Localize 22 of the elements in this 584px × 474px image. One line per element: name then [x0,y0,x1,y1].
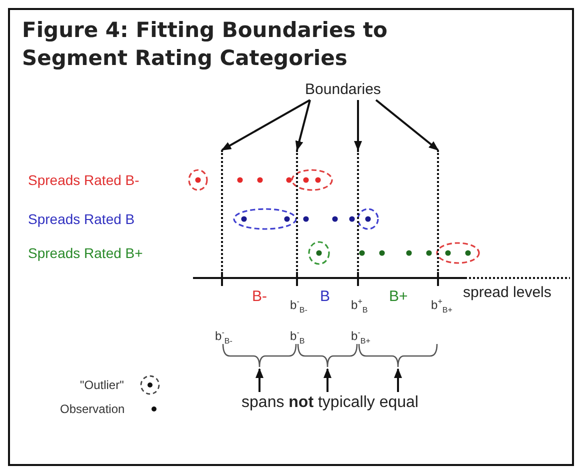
arrow [375,99,439,151]
arrow [394,368,402,392]
region-label: B [320,288,330,305]
brace [297,344,358,368]
arrow [221,99,310,151]
legend-label: Observation [60,402,125,416]
brace [222,344,297,368]
arrow [324,368,332,392]
figure-title: Figure 4: Fitting Boundaries to Segment Rating Categories [22,17,388,72]
region-label: B+ [389,288,408,305]
axis-label: spread levels [463,284,552,301]
brace [358,344,438,368]
row-label: Spreads Rated B [28,211,135,227]
callout-text: Boundaries [300,80,386,100]
arrow [256,368,264,392]
legend-label: "Outlier" [80,378,124,392]
annotation-text: spans not typically equal [230,392,430,414]
row-label: Spreads Rated B+ [28,245,143,261]
arrow [354,100,362,151]
row-label: Spreads Rated B- [28,172,140,188]
arrow [295,100,311,151]
region-label: B- [252,288,267,305]
